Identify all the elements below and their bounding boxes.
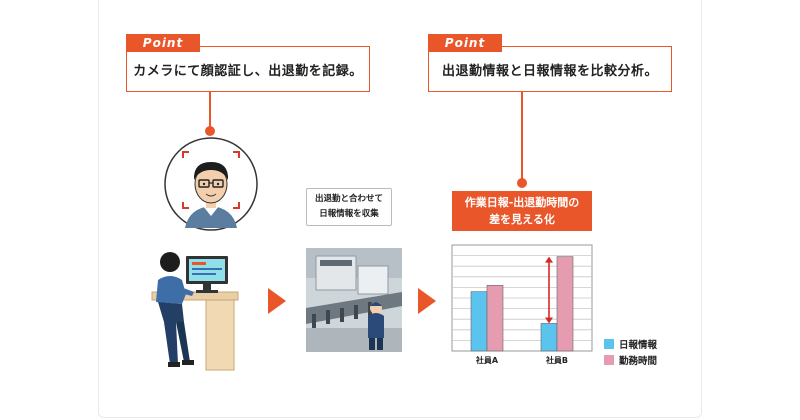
legend-swatch-2 [604,355,614,365]
gap-arrow-head-top [545,256,553,263]
point-tag-label-1: Point [142,36,184,50]
legend-label-1: 日報情報 [619,340,658,351]
legend-item-2: 勤務時間 [604,353,657,367]
point-tag-label-2: Point [444,36,486,50]
point-text-1: カメラにて顔認証し、出退勤を記録。 [133,63,363,79]
bar-daily-1 [470,291,488,352]
flow-arrow-icon [268,288,286,314]
connector-line-2 [521,92,523,182]
x-tick-label: 社員A [475,355,499,365]
collect-note-line1: 出退勤と合わせて [314,194,383,204]
connector-line-1 [209,92,211,130]
legend-item-1: 日報情報 [604,337,657,351]
bar-work-2 [556,256,574,352]
flow-arrow-icon [418,288,436,314]
diagram-frame [98,0,702,418]
bar-work-1 [486,284,504,352]
point-box-1: カメラにて顔認証し、出退勤を記録。 [126,46,370,92]
point-tag-1: Point [126,34,200,52]
collect-note-line2: 日報情報を収集 [319,209,379,219]
face-recognition-icon [164,137,258,231]
point-tag-2: Point [428,34,502,52]
connector-dot-1 [205,126,215,136]
legend-swatch-1 [604,339,614,349]
visualize-heading-line2: 差を見える化 [489,213,555,226]
gap-arrow-head-bottom [545,317,553,324]
x-tick-label: 社員B [545,355,568,365]
connector-dot-2 [517,178,527,188]
visualize-heading: 作業日報-出退勤時間の 差を見える化 [452,191,592,231]
bar-daily-2 [540,323,558,352]
collect-note-bubble [306,188,392,226]
bar-chart: 社員A 社員B [451,244,593,365]
factory-worker-icon [306,248,402,352]
collect-note: 出退勤と合わせて 日報情報を収集 [306,192,392,222]
point-box-2: 出退勤情報と日報情報を比較分析。 [428,46,672,92]
worker-at-computer-icon [151,252,239,371]
point-text-2: 出退勤情報と日報情報を比較分析。 [441,63,658,79]
visualize-heading-line1: 作業日報-出退勤時間の [464,196,580,209]
legend-label-2: 勤務時間 [619,356,658,367]
